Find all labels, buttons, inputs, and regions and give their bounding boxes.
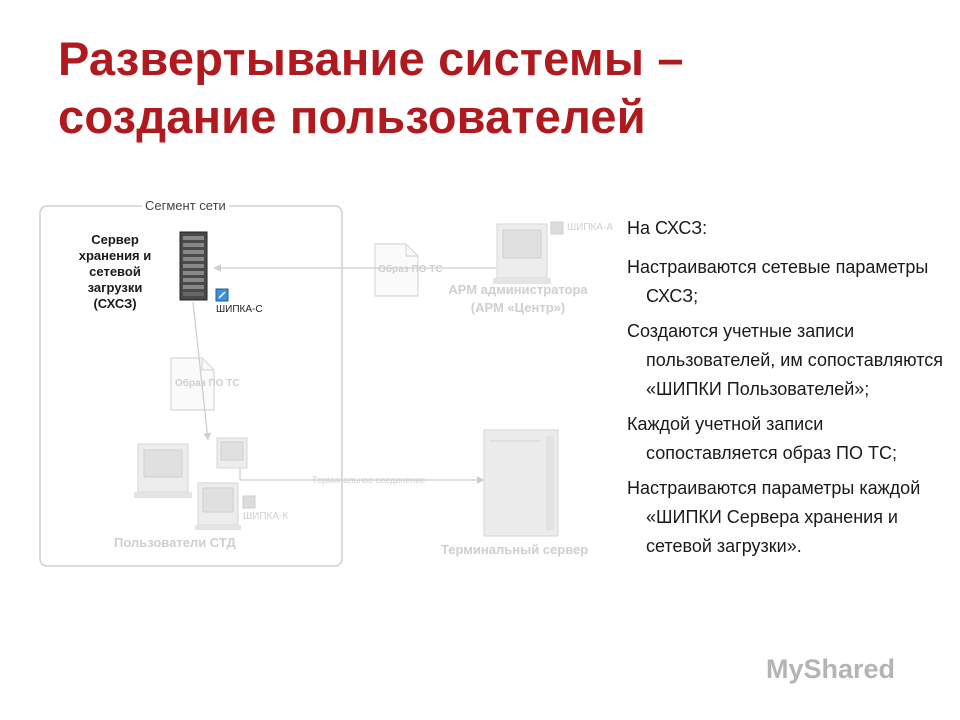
terminal-server-label: Терминальный сервер bbox=[441, 542, 589, 557]
user-key-icon bbox=[242, 495, 256, 509]
content-heading: На СХСЗ: bbox=[627, 218, 708, 238]
title-line-2: создание пользователей bbox=[58, 90, 646, 143]
user-computer-icon bbox=[195, 482, 241, 530]
terminal-server-icon bbox=[483, 429, 559, 537]
arrow-server-to-users bbox=[192, 301, 212, 441]
title-line-1: Развертывание системы – bbox=[58, 32, 684, 85]
list-item: Создаются учетные записи пользователей, … bbox=[627, 321, 944, 399]
admin-workstation-label: АРМ администратора (АРМ «Центр») bbox=[448, 282, 588, 315]
watermark-text: MyShared bbox=[766, 654, 896, 684]
admin-key-icon bbox=[550, 221, 564, 235]
segment-label: Сегмент сети bbox=[142, 198, 229, 213]
list-item: Настраиваются параметры каждой «ШИПКИ Се… bbox=[627, 478, 921, 556]
user-computer-icon bbox=[216, 437, 248, 469]
list-item: Каждой учетной записи сопоставляется обр… bbox=[627, 414, 897, 463]
watermark: MyShared bbox=[766, 654, 895, 685]
user-computer-icon bbox=[134, 443, 192, 498]
list-item: Настраиваются сетевые параметры СХСЗ; bbox=[627, 257, 929, 306]
user-key-label: ШИПКА-К bbox=[243, 511, 289, 522]
usb-key-icon bbox=[215, 288, 229, 302]
deployment-diagram: Сегмент сети Сервер хранения и сетевой з… bbox=[39, 198, 614, 567]
users-label: Пользователи СТД bbox=[114, 535, 236, 550]
image-label: Образ ПО ТС bbox=[175, 378, 240, 389]
image-label: Образ ПО ТС bbox=[378, 264, 443, 275]
diagram-graphics bbox=[39, 205, 564, 567]
admin-computer-icon bbox=[493, 223, 551, 284]
server-key-label: ШИПКА-С bbox=[216, 304, 263, 315]
terminal-connection-label: Терминальное соединение bbox=[312, 475, 426, 485]
slide-title: Развертывание системы – создание пользов… bbox=[58, 30, 684, 146]
document-icon bbox=[374, 243, 419, 297]
storage-server-label: Сервер хранения и сетевой загрузки (СХСЗ… bbox=[78, 232, 152, 311]
storage-server-icon bbox=[179, 231, 208, 301]
content-list: На СХСЗ: Настраиваются сетевые параметры… bbox=[627, 214, 957, 567]
admin-key-label: ШИПКА-А bbox=[567, 222, 614, 233]
